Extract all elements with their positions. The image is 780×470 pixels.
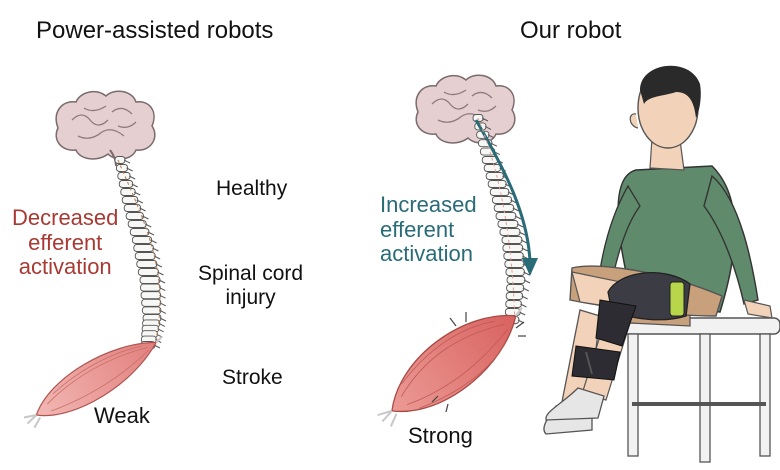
- vertebra-process: [484, 125, 492, 130]
- vertebra-process: [514, 215, 522, 220]
- effect-line: activation: [18, 254, 112, 280]
- arrow-icon: [522, 258, 538, 276]
- vertebra: [502, 244, 524, 252]
- vertebra: [115, 164, 129, 172]
- vertebra: [489, 188, 510, 196]
- vertebra-process: [520, 239, 528, 244]
- vertebra-process: [136, 199, 143, 204]
- strong-signal-path: [477, 117, 516, 326]
- vertebra-process: [518, 311, 526, 316]
- vertebra-process: [487, 134, 495, 139]
- left-spine-icon: [114, 156, 167, 349]
- vertebra-process: [134, 191, 141, 196]
- vertebra: [506, 284, 525, 292]
- vertebra-process: [518, 231, 526, 236]
- vertebra-process: [144, 223, 152, 228]
- vertebra-process: [158, 322, 166, 327]
- vertebra-process: [147, 231, 155, 236]
- effect-line: efferent: [380, 216, 455, 242]
- left-muscle-icon: [23, 335, 163, 429]
- vertebra-process: [523, 271, 530, 276]
- stool-icon: [617, 317, 780, 463]
- condition-stroke: Stroke: [222, 366, 283, 389]
- weak-signal-path: [117, 159, 161, 346]
- vertebra-process: [159, 287, 166, 292]
- vertebra: [140, 283, 161, 292]
- vertebra-process: [157, 328, 164, 333]
- vertebra: [131, 236, 153, 244]
- vertebra-process: [123, 159, 131, 164]
- vertebra-process: [523, 279, 531, 284]
- strong-caption: Strong: [408, 423, 473, 448]
- vertebra: [504, 260, 525, 268]
- effect-line: Increased: [380, 192, 477, 217]
- vertebra-process: [159, 317, 167, 322]
- vertebra: [503, 252, 524, 260]
- vertebra-process: [481, 117, 489, 122]
- vertebra: [501, 236, 523, 244]
- vertebra-process: [521, 295, 528, 300]
- weak-caption: Weak: [94, 403, 150, 428]
- vertebra: [141, 298, 162, 307]
- vertebra-process: [157, 271, 164, 276]
- vertebra: [137, 268, 159, 276]
- vertebra-process: [158, 279, 166, 284]
- vertebra: [497, 220, 519, 228]
- vertebra-process: [142, 215, 149, 220]
- right-brain-icon: [415, 74, 516, 144]
- vertebra-process: [159, 309, 167, 314]
- knee-robot-icon: [571, 272, 691, 381]
- vertebra-process: [128, 175, 136, 180]
- right-panel-title: Our robot: [520, 17, 622, 44]
- left-brain-icon: [55, 90, 156, 167]
- left-panel-title: Power-assisted robots: [36, 17, 274, 44]
- vertebra-process: [131, 183, 138, 188]
- vertebra-process: [521, 247, 528, 252]
- vertebra: [134, 252, 156, 260]
- vertebra-process: [522, 287, 530, 292]
- vertebra: [123, 204, 142, 212]
- vertebra-process: [153, 255, 161, 260]
- vertebra: [487, 180, 507, 188]
- vertebra: [505, 292, 524, 300]
- decreased-activation-label: Decreased efferent activation: [12, 205, 119, 280]
- vertebra: [505, 268, 525, 276]
- vertebra-process: [512, 207, 520, 212]
- vertebra-process: [150, 239, 157, 244]
- vertebra: [485, 172, 504, 180]
- vertebra-process: [520, 303, 527, 308]
- vertebra-process: [490, 142, 498, 147]
- right-muscle-icon: [377, 307, 523, 427]
- vertebra: [129, 228, 150, 236]
- vertebra: [133, 244, 154, 252]
- vertebra-process: [516, 223, 524, 228]
- condition-healthy: Healthy: [216, 177, 288, 200]
- strength-marks: [431, 312, 526, 413]
- vertebra-process: [126, 167, 133, 172]
- vertebra: [506, 276, 526, 284]
- vertebra-process: [155, 263, 163, 268]
- vertebra: [483, 164, 502, 172]
- effect-line: efferent: [28, 229, 103, 255]
- effect-line: activation: [380, 241, 473, 267]
- vertebra: [139, 276, 161, 284]
- vertebra: [136, 260, 158, 268]
- vertebra: [499, 228, 521, 236]
- vertebra-process: [159, 302, 166, 307]
- vertebra-process: [159, 294, 166, 299]
- vertebra: [141, 306, 162, 315]
- vertebra: [118, 180, 134, 188]
- vertebra: [114, 156, 126, 164]
- effect-line: Decreased: [12, 205, 119, 230]
- child-icon: [543, 65, 773, 435]
- vertebra-process: [139, 207, 146, 212]
- vertebra: [140, 291, 161, 300]
- vertebra: [125, 212, 144, 220]
- vertebra-process: [152, 247, 159, 252]
- increased-activation-label: Increased efferent activation: [380, 192, 477, 267]
